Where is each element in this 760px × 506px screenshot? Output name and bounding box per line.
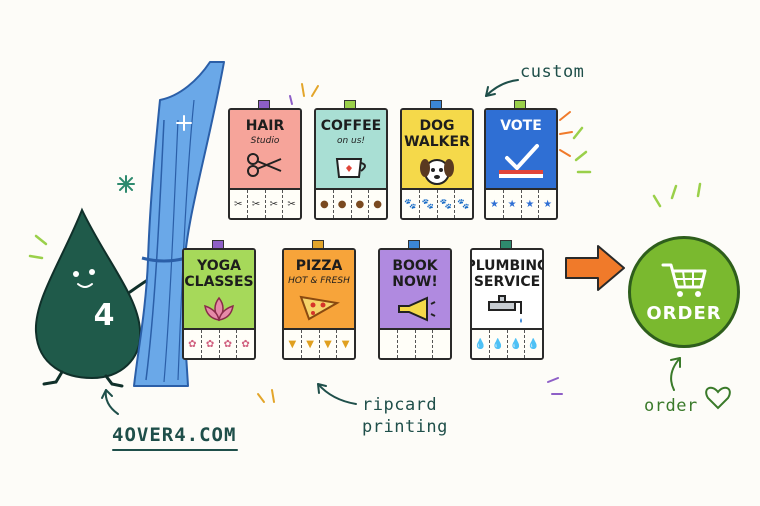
poster-title: COFFEE (320, 118, 382, 134)
poster-face: DOG WALKER (402, 110, 472, 194)
tear-off-tab[interactable]: ★ (520, 190, 539, 218)
tear-off-tab[interactable]: ▼ (300, 330, 319, 358)
tear-off-tab[interactable]: ✂ (282, 190, 300, 218)
tear-off-tab[interactable]: ✿ (188, 338, 197, 350)
poster-face: HAIR Studio (230, 110, 300, 194)
poster-face: PIZZA HOT & FRESH (284, 250, 354, 334)
ripcard-poster[interactable]: DOG WALKER🐾🐾🐾🐾 (400, 108, 474, 220)
custom-arrow (485, 79, 519, 97)
tear-off-tab[interactable]: 💧 (488, 330, 507, 358)
mascot-number: 4 (93, 298, 115, 333)
poster-title: PLUMBING SERVICE (472, 258, 542, 290)
scissors-icon (245, 151, 285, 183)
poster-title: VOTE (500, 118, 542, 134)
annotation-custom: custom (520, 62, 585, 82)
mascot-drop (34, 207, 156, 388)
tear-off-strips: 💧💧💧💧 (472, 328, 542, 358)
ripcard-poster[interactable]: YOGA CLASSES✿✿✿✿ (182, 248, 256, 360)
url-underline (112, 449, 238, 451)
poster-subtitle: Studio (250, 136, 280, 146)
url-arrow (104, 389, 119, 415)
tear-off-tab[interactable]: ▼ (288, 338, 297, 350)
website-link[interactable]: 4OVER4.COM (112, 424, 237, 446)
tear-off-tab[interactable]: 💧 (474, 338, 487, 350)
pizza-slice-icon (297, 291, 341, 325)
tear-off-strips: 🐾🐾🐾🐾 (402, 188, 472, 218)
tear-off-tab[interactable]: ✂ (246, 190, 265, 218)
tear-off-tab[interactable]: 🐾 (404, 198, 417, 210)
poster-face: BOOK NOW! (380, 250, 450, 334)
tear-off-tab[interactable]: ● (368, 190, 386, 218)
tear-off-tab[interactable] (380, 330, 397, 358)
tear-off-strips: ✿✿✿✿ (184, 328, 254, 358)
coffee-cup-icon (331, 151, 371, 185)
poster-title: BOOK NOW! (392, 258, 438, 290)
star-sparkle-icon (176, 115, 192, 131)
tear-off-strips: ▼▼▼▼ (284, 328, 354, 358)
poster-face: YOGA CLASSES (184, 250, 254, 334)
poster-subtitle: HOT & FRESH (288, 276, 350, 286)
tear-off-tab[interactable]: 🐾 (436, 190, 455, 218)
tear-off-tab[interactable]: 💧 (524, 330, 542, 358)
sparkle-icon (117, 175, 135, 193)
order-button[interactable]: ORDER (628, 236, 740, 348)
faucet-icon (485, 294, 529, 328)
ripcard-arrow (317, 383, 357, 405)
tear-off-strips: ●●●● (316, 188, 386, 218)
poster-title: YOGA CLASSES (184, 258, 254, 290)
tear-off-tab[interactable]: ▼ (318, 330, 337, 358)
poster-title: DOG WALKER (404, 118, 470, 150)
tear-off-tab[interactable]: 🐾 (454, 190, 472, 218)
tear-off-tab[interactable]: ★ (502, 190, 521, 218)
tear-off-strips (380, 328, 450, 358)
tear-off-tab[interactable]: ● (332, 190, 351, 218)
poster-subtitle: on us! (336, 136, 366, 146)
heart-icon (705, 386, 731, 410)
tear-off-tab[interactable]: ★ (489, 198, 499, 210)
tear-off-tab[interactable] (396, 330, 415, 358)
tear-off-tab[interactable]: ✿ (236, 330, 254, 358)
poster-title: PIZZA (295, 258, 343, 274)
annotation-ripcard-line2: printing (362, 417, 448, 437)
tear-off-tab[interactable]: ✂ (264, 190, 283, 218)
orange-arrow-icon (565, 245, 625, 291)
tear-off-tab[interactable]: ✿ (218, 330, 237, 358)
tear-off-strips: ★★★★ (486, 188, 556, 218)
tear-off-tab[interactable]: ▼ (336, 330, 354, 358)
poster-title: HAIR (245, 118, 285, 134)
checkmark-icon (499, 138, 543, 182)
motion-lines (28, 126, 702, 260)
annotation-order: order (644, 396, 698, 416)
annotation-ripcard-line1: ripcard (362, 395, 438, 415)
shopping-cart-icon (661, 263, 707, 297)
tear-off-tab[interactable]: 🐾 (418, 190, 437, 218)
tear-off-tab[interactable] (414, 330, 433, 358)
megaphone-icon (393, 294, 437, 328)
dog-face-icon (417, 154, 457, 192)
ripcard-poster[interactable]: BOOK NOW! (378, 248, 452, 360)
tear-off-tab[interactable]: 💧 (506, 330, 525, 358)
tear-off-strips: ✂✂✂✂ (230, 188, 300, 218)
order-arrow (670, 357, 681, 391)
annotation-ripcard: ripcard printing (362, 394, 448, 438)
poster-face: COFFEE on us! (316, 110, 386, 194)
poster-face: VOTE (486, 110, 556, 194)
poster-face: PLUMBING SERVICE (472, 250, 542, 334)
ripcard-poster[interactable]: VOTE★★★★ (484, 108, 558, 220)
tear-off-tab[interactable]: ● (320, 198, 329, 210)
lotus-icon (197, 294, 241, 328)
tear-off-tab[interactable] (432, 330, 450, 358)
tear-off-tab[interactable]: ✂ (234, 198, 243, 210)
tear-off-tab[interactable]: ✿ (200, 330, 219, 358)
order-button-label: ORDER (646, 302, 722, 324)
tear-off-tab[interactable]: ● (350, 190, 369, 218)
tear-off-tab[interactable]: ★ (538, 190, 556, 218)
ripcard-poster[interactable]: PLUMBING SERVICE💧💧💧💧 (470, 248, 544, 360)
